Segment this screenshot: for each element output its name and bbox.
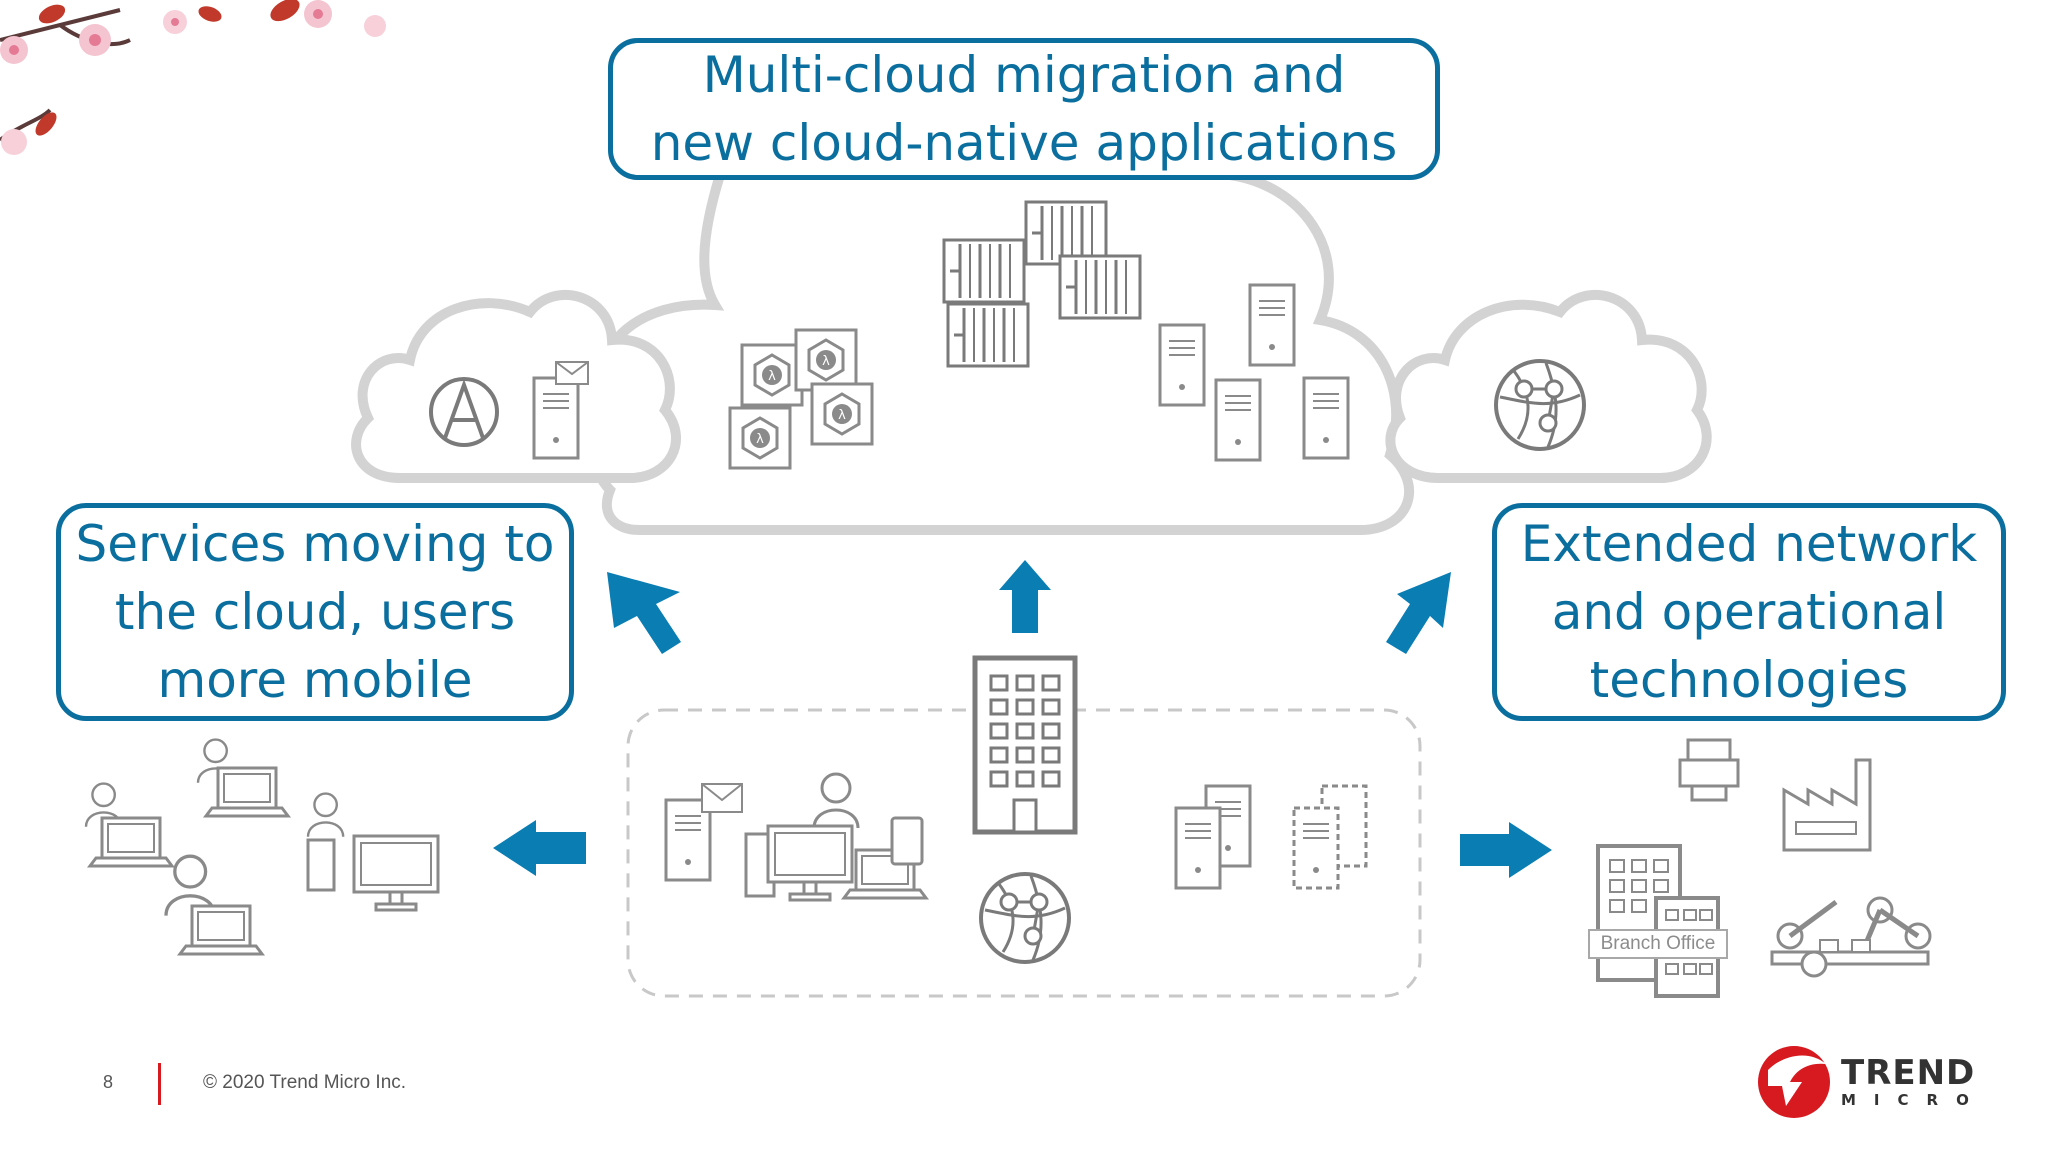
- on-prem-globe-icon: [979, 872, 1071, 964]
- callout-services-mobile-text: Services moving to the cloud, users more…: [75, 515, 555, 709]
- app-store-icon: [429, 377, 499, 447]
- arrow-up-right-icon: [1386, 572, 1451, 654]
- copyright-text: © 2020 Trend Micro Inc.: [203, 1072, 407, 1093]
- factory-icon: [1782, 758, 1872, 852]
- network-globe-icon: [1494, 359, 1586, 451]
- arrow-right-icon: [1460, 822, 1552, 878]
- arrow-left-icon: [493, 820, 586, 876]
- callout-extended-network-text: Extended network and operational technol…: [1520, 515, 1978, 709]
- trend-micro-logo-icon: [1758, 1046, 1830, 1118]
- page-number: 8: [103, 1072, 114, 1092]
- arrow-up-icon: [999, 560, 1051, 633]
- mail-server-icon: [532, 361, 589, 460]
- arrow-up-left-icon: [607, 572, 681, 654]
- logo-word-trend: TREND: [1841, 1053, 1976, 1093]
- branch-office-building-icon: [1596, 844, 1720, 998]
- on-prem-server-stack-icon: [1174, 784, 1368, 890]
- callout-multi-cloud-text: Multi-cloud migration and new cloud-nati…: [650, 46, 1398, 172]
- mobile-users-group: [84, 738, 440, 956]
- callout-multi-cloud: Multi-cloud migration and new cloud-nati…: [608, 38, 1440, 180]
- headquarters-building-icon: [972, 655, 1078, 835]
- branch-office-label: Branch Office: [1588, 929, 1728, 959]
- on-prem-workstation-icon: [744, 772, 928, 902]
- footer-divider: [158, 1063, 161, 1105]
- cherry-blossom-decoration: [0, 0, 386, 155]
- logo-word-micro: MICRO: [1841, 1091, 1987, 1109]
- printer-icon: [1678, 738, 1740, 802]
- trend-micro-logo: TREND MICRO: [1841, 1055, 1987, 1109]
- callout-services-mobile: Services moving to the cloud, users more…: [56, 503, 574, 721]
- callout-extended-network: Extended network and operational technol…: [1492, 503, 2006, 721]
- on-prem-mail-server-icon: [664, 783, 743, 882]
- industrial-robot-icon: [1770, 896, 1932, 978]
